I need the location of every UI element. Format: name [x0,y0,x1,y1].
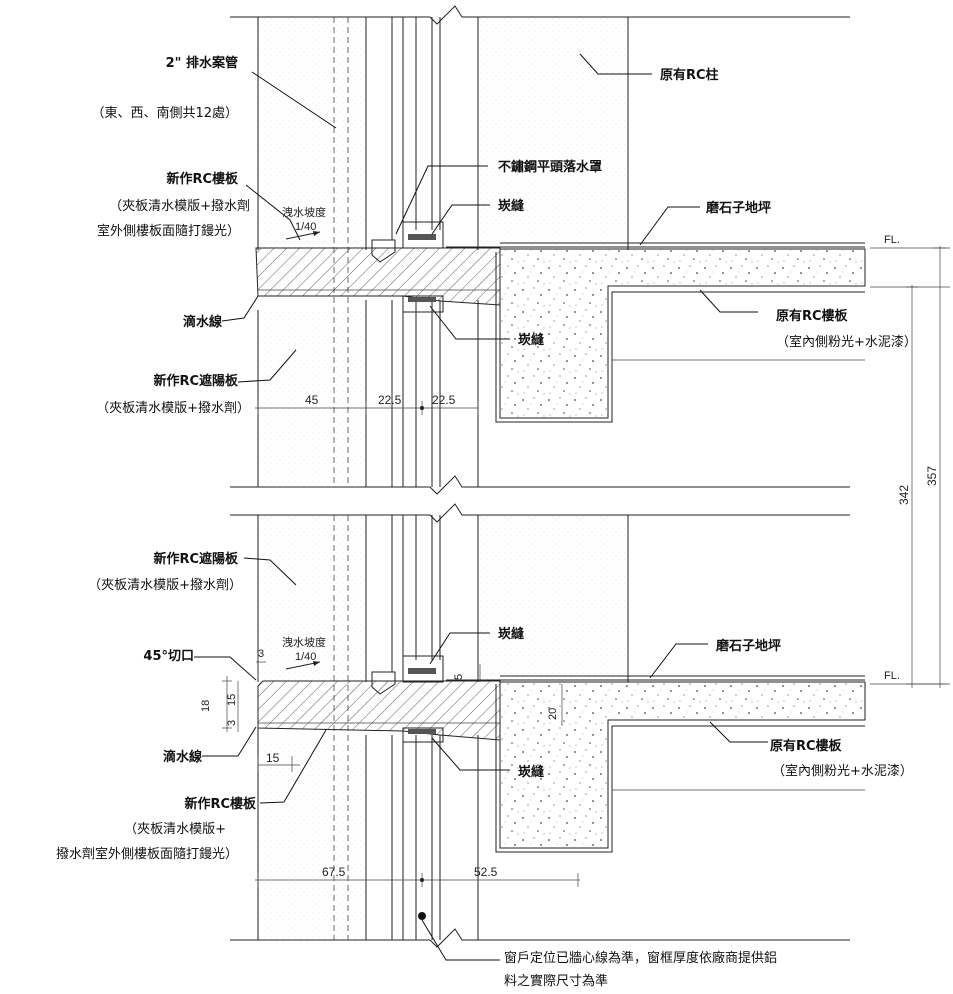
caulk-label-mid: 崁縫 [518,332,544,348]
drain-pipe-note: （東、西、南側共12處） [91,105,238,121]
dimension-text: 45 22.5 22.5 342 357 3 18 15 3 5 20 15 6… [200,393,939,879]
top-detail: FL. [230,5,950,495]
terrazzo-label-bottom: 磨石子地坪 [716,638,781,654]
dim-15-vertical: 15 [226,694,238,706]
labels: 2" 排水案管 （東、西、南側共12處） 原有RC柱 新作RC樓板 （夾板清水模… [56,55,917,989]
dim-5: 5 [453,674,465,680]
window-note-line-2: 料之實際尺寸為準 [504,973,608,989]
slope-ratio-top: 1/40 [295,221,316,233]
slope-label-top: 洩水坡度 [282,205,326,219]
dim-22-5-b: 22.5 [432,393,456,407]
new-slab-note-bottom-2: 撥水劑室外側樓板面隨打鏝光） [56,846,238,862]
new-slab-label-bottom: 新作RC樓板 [184,796,257,812]
dim-357: 357 [925,466,939,486]
orig-slab-label-top: 原有RC樓板 [776,308,849,324]
fl-label-top: FL. [884,234,900,246]
dim-18: 18 [200,700,212,712]
dim-45: 45 [305,393,319,407]
chamfer-label: 45°切口 [143,649,194,664]
terrazzo-label-top: 磨石子地坪 [706,200,771,216]
dim-67-5: 67.5 [322,865,346,879]
orig-slab-note-bottom: （室內側粉光+水泥漆） [772,763,913,779]
rc-column-label: 原有RC柱 [660,67,719,83]
dim-52-5: 52.5 [474,865,498,879]
leader-lines [194,53,768,961]
sunshade-note-top: （夾板清水模版+撥水劑） [96,400,250,416]
drain-pipe-label: 2" 排水案管 [166,55,238,71]
slope-ratio-bottom: 1/40 [295,651,316,663]
caulk-label-top: 崁縫 [498,198,524,214]
new-slab-note-2: 室外側樓板面隨打鏝光） [97,223,240,239]
dim-20: 20 [547,708,559,720]
drip-line-label-bottom: 滴水線 [163,749,203,765]
sunshade-note-bottom: （夾板清水模版+撥水劑） [88,577,242,593]
dim-22-5-a: 22.5 [378,393,402,407]
sunshade-label-bottom: 新作RC遮陽板 [153,551,239,567]
new-slab-note-1: （夾板清水模版+撥水劑 [109,198,250,214]
window-note-line-1: 窗戶定位已牆心線為準，窗框厚度依廠商提供鋁 [504,950,777,966]
dim-15-horizontal: 15 [266,751,280,765]
fl-label-bottom: FL. [884,670,900,682]
caulk-label-bottom: 崁縫 [518,764,544,780]
drain-cover-label: 不鏽鋼平頭落水罩 [498,159,602,175]
new-slab-note-bottom-1: （夾板清水模版+ [124,822,226,837]
orig-slab-note-top: （室內側粉光+水泥漆） [776,334,917,350]
new-slab-label: 新作RC樓板 [166,171,239,187]
sunshade-label-top: 新作RC遮陽板 [153,373,239,389]
dim-342: 342 [897,485,911,505]
slope-label-bottom: 洩水坡度 [282,635,326,649]
bottom-detail: FL. [230,503,950,948]
dim-3: 3 [258,648,264,660]
drip-line-label-top: 滴水線 [183,314,223,330]
dim-3-vertical: 3 [226,720,238,726]
caulk-label-bottom-top: 崁縫 [498,626,524,642]
dimension-lines [222,246,946,887]
orig-slab-label-bottom: 原有RC樓板 [770,738,843,754]
